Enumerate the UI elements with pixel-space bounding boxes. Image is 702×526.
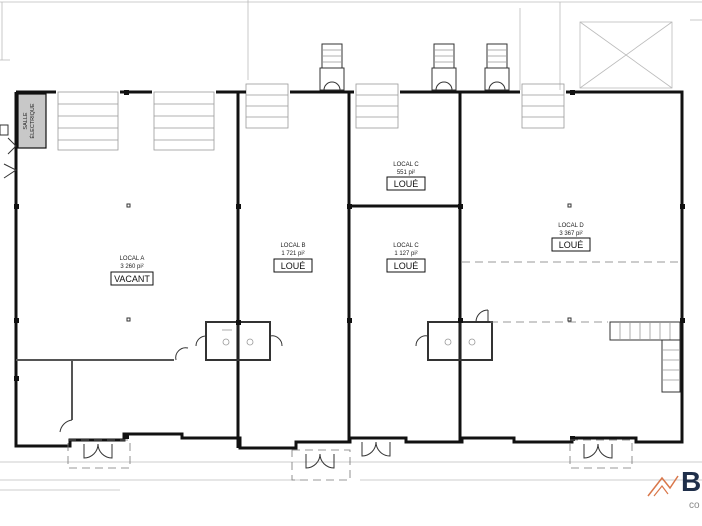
interior-walls [16, 92, 462, 448]
local-c-lower-status: LOUÉ [394, 261, 419, 271]
site-context [0, 0, 702, 491]
electrical-room-label-1: SALLE [23, 112, 29, 129]
skylight-a1 [57, 91, 119, 151]
entrances [67, 439, 633, 481]
local-b-label: LOCAL B 1 721 pi² LOUÉ [273, 243, 313, 273]
local-c-lower-status-box [386, 258, 426, 273]
local-b-status: LOUÉ [281, 261, 306, 271]
local-d-reference-lines [462, 261, 680, 323]
electrical-room: SALLE ÉLECTRIQUE [0, 93, 47, 179]
skylights [57, 83, 565, 151]
local-c-upper-status-box [386, 176, 426, 191]
local-c-upper-name: LOCAL C [393, 162, 419, 168]
local-d-status: LOUÉ [559, 240, 584, 250]
stair-tower-1 [319, 43, 345, 91]
local-a-status-box [110, 271, 154, 286]
local-a-area: 3 260 pi² [120, 264, 143, 270]
skylight-b [245, 83, 289, 129]
local-a-label: LOCAL A 3 260 pi² VACANT [110, 256, 154, 286]
local-d-status-box [551, 237, 591, 252]
local-b-name: LOCAL B [280, 243, 305, 249]
interior-stair [609, 321, 681, 393]
local-a-name: LOCAL A [120, 256, 145, 262]
skylight-c [355, 83, 399, 129]
brand-tagline: co [689, 500, 700, 511]
logo-mountain-icon [647, 475, 679, 497]
local-d-area: 3 367 pi² [559, 231, 582, 237]
local-c-lower-area: 1 127 pi² [394, 251, 417, 257]
local-d-label: LOCAL D 3 367 pi² LOUÉ [551, 223, 591, 252]
local-c-upper-label: LOCAL C 551 pi² LOUÉ [386, 162, 426, 191]
local-b-area: 1 721 pi² [281, 251, 304, 257]
exterior-wall [14, 90, 684, 450]
electrical-room-label-2: ÉLECTRIQUE [29, 103, 36, 138]
skylight-a2 [153, 91, 215, 151]
local-c-lower-name: LOCAL C [393, 243, 419, 249]
local-c-lower-label: LOCAL C 1 127 pi² LOUÉ [386, 243, 426, 273]
local-a-status: VACANT [114, 274, 150, 284]
brand-logo: B [681, 466, 702, 497]
exterior-stairs [319, 43, 510, 91]
ceiling-markers [126, 203, 572, 322]
washroom-c [415, 309, 493, 361]
local-d-name: LOCAL D [558, 223, 584, 229]
local-c-upper-area: 551 pi² [397, 170, 415, 176]
local-c-upper-status: LOUÉ [394, 179, 419, 189]
skylight-d [521, 83, 565, 129]
washroom-a [175, 321, 283, 361]
stair-tower-3 [484, 43, 510, 91]
local-b-status-box [273, 258, 313, 273]
stair-tower-2 [431, 43, 457, 91]
structural-columns [14, 90, 685, 441]
